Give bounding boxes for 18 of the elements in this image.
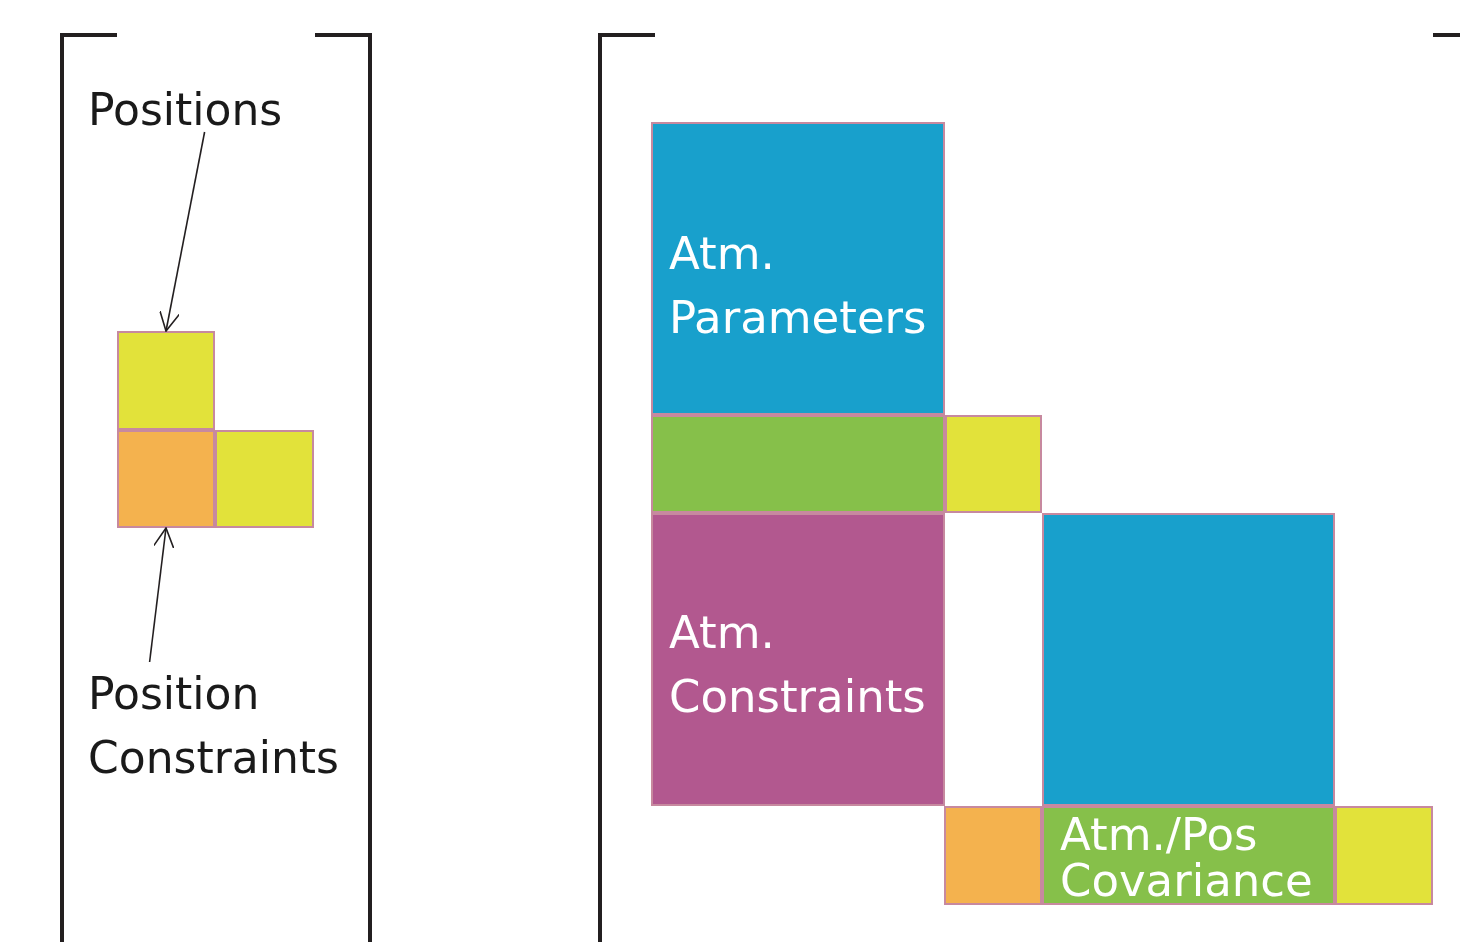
matrix-block — [651, 122, 945, 415]
leader-arrow — [148, 527, 175, 663]
leader-arrow — [159, 131, 206, 332]
matrix-block — [1335, 806, 1433, 905]
label-text: Positions — [88, 83, 283, 137]
block-label: Atm. Parameters — [669, 226, 928, 346]
matrix-block — [117, 331, 215, 430]
matrix-block — [1042, 806, 1335, 905]
label-text: Position Constraints — [88, 667, 341, 785]
matrix-block — [651, 415, 945, 513]
matrix-block — [651, 513, 945, 806]
matrix-block — [945, 415, 1042, 513]
block-label: Atm./Pos Covariance — [1060, 812, 1314, 904]
matrix-block — [117, 430, 215, 528]
matrix-block — [1042, 513, 1335, 806]
matrix-block — [215, 430, 314, 528]
matrix-block — [944, 806, 1042, 905]
block-label: Atm. Constraints — [669, 605, 927, 725]
